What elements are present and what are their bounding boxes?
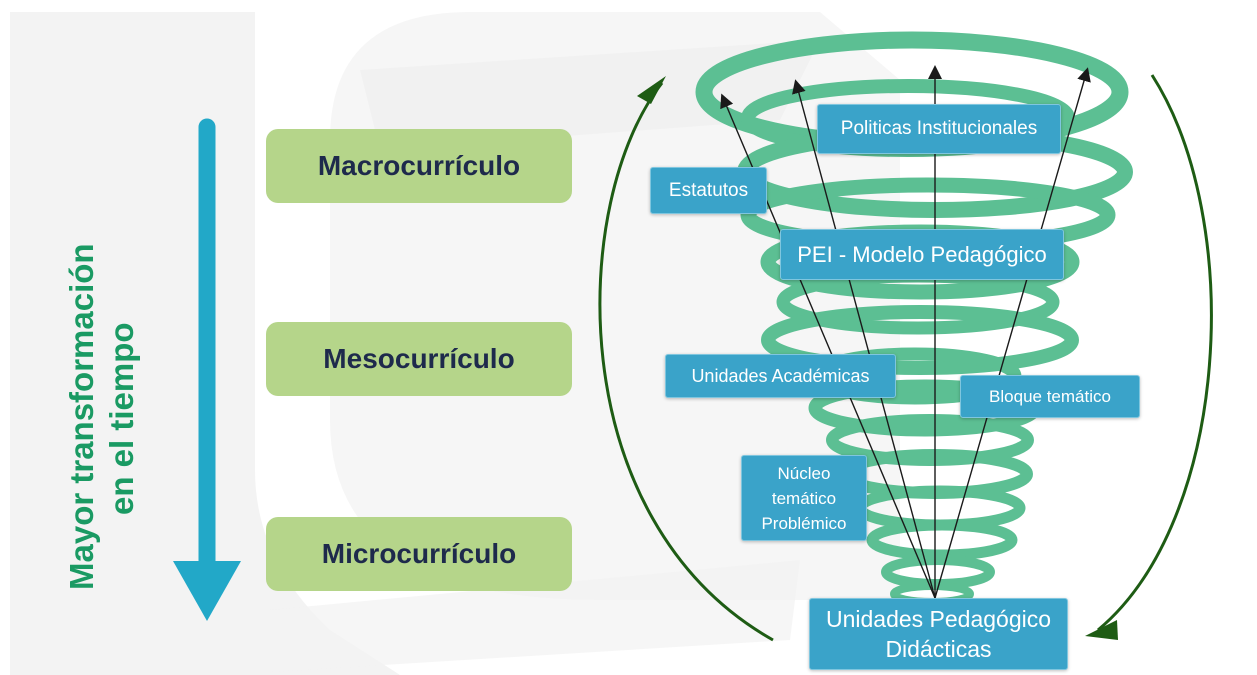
- node-pei-modelo-pedagogico: PEI - Modelo Pedagógico: [780, 229, 1064, 280]
- nucleo-line-1: Núcleo: [777, 463, 831, 483]
- left-cycle-arrow: [598, 82, 774, 642]
- upd-line-2: Didácticas: [885, 636, 992, 662]
- node-bloque-tematico: Bloque temático: [960, 375, 1140, 418]
- nucleo-line-3: Problémico: [761, 513, 847, 533]
- node-unidades-academicas: Unidades Académicas: [665, 354, 896, 398]
- microcurriculo-box: Microcurrículo: [266, 517, 572, 591]
- left-cycle-arrowhead: [637, 76, 666, 104]
- right-cycle-arrow: [1097, 74, 1213, 632]
- nucleo-line-2: temático: [771, 488, 837, 508]
- node-estatutos: Estatutos: [650, 167, 767, 214]
- node-nucleo-tematico-problemico: Núcleo temático Problémico: [741, 455, 867, 541]
- mesocurriculo-box: Mesocurrículo: [266, 322, 572, 396]
- macrocurriculo-box: Macrocurrículo: [266, 129, 572, 203]
- node-politicas-institucionales: Politicas Institucionales: [817, 104, 1061, 154]
- right-cycle-arrowhead: [1085, 620, 1118, 640]
- down-arrow-icon: [173, 118, 241, 621]
- upd-line-1: Unidades Pedagógico: [825, 606, 1052, 632]
- node-unidades-pedagogico-didacticas: Unidades Pedagógico Didácticas: [809, 598, 1068, 670]
